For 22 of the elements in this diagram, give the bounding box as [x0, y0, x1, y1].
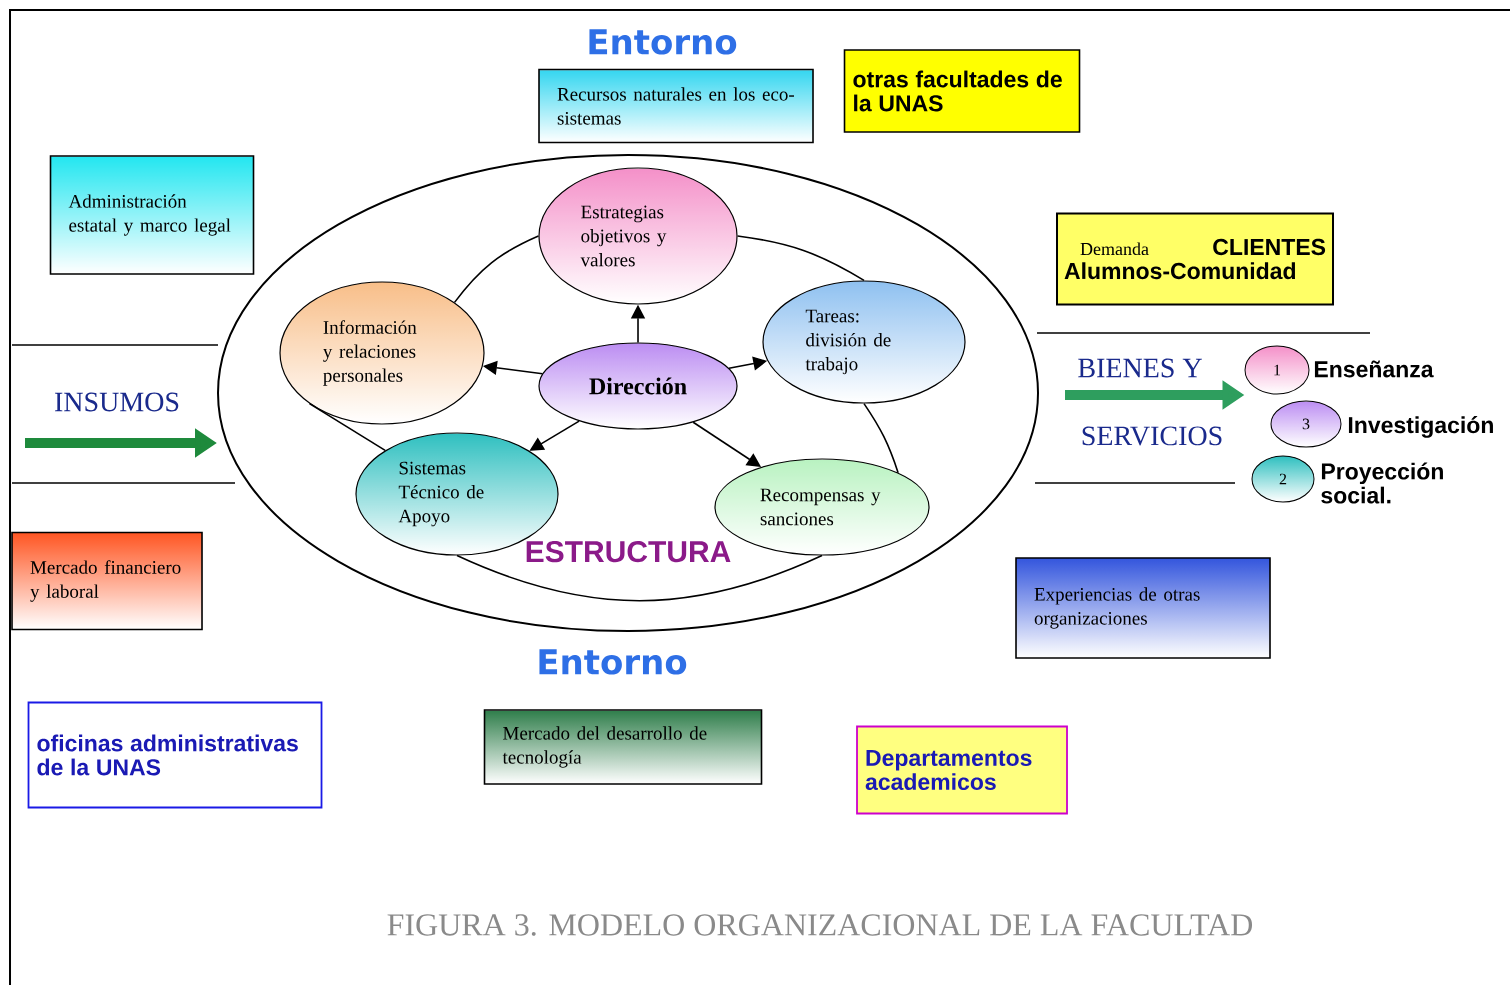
connector-line [308, 402, 386, 452]
connector-line [456, 554, 823, 602]
text-box: Mercado del desarrollo de tecnología [483, 709, 763, 785]
item-label: Investigación [1348, 416, 1493, 438]
flow-label: SERVICIOS [1082, 426, 1222, 446]
text-box: Recursos naturales en los eco-sistemas [538, 68, 814, 144]
text-box: Demanda CLIENTES Alumnos-Comunidad [1056, 212, 1334, 306]
connector-line [863, 402, 899, 474]
heading: Entorno [539, 649, 687, 675]
text-box: Administración estatal y marco legal [49, 155, 255, 275]
text-box: Mercado financiero y laboral [11, 531, 203, 631]
flow-label: INSUMOS [55, 392, 179, 412]
text-box: Departamentos academicos [856, 725, 1068, 815]
text-box: oficinas administrativas de la UNAS [27, 701, 323, 809]
caption: FIGURA 3. MODELO ORGANIZACIONAL DE LA FACULTAD [387, 914, 1253, 936]
flow-label: BIENES Y [1078, 358, 1202, 378]
text-box: Experiencias de otras organizaciones [1015, 557, 1271, 659]
item-label: Proyección social. [1321, 462, 1443, 504]
text-box: otras facultades de la UNAS [843, 49, 1081, 133]
connector-line [453, 235, 540, 304]
connector-line [736, 235, 865, 282]
item-label: Enseñanza [1314, 360, 1434, 378]
